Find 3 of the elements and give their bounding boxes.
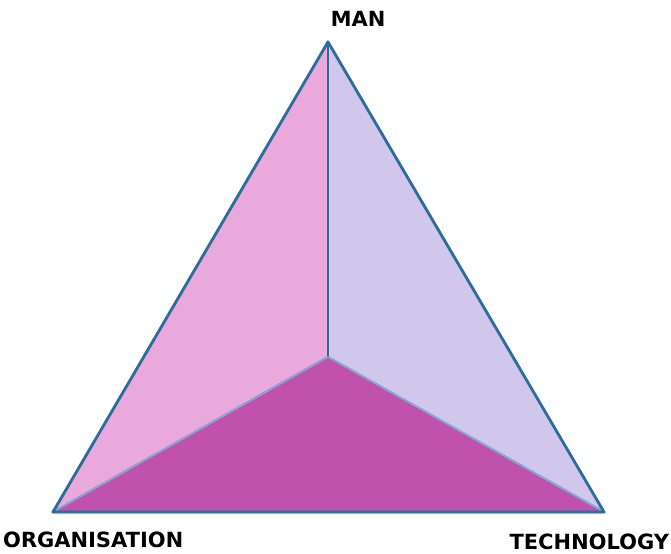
- vertex-label: MAN: [330, 9, 386, 30]
- vertex-label: ORGANISATION: [3, 530, 184, 551]
- vertex-label: TECHNOLOGY: [509, 532, 669, 553]
